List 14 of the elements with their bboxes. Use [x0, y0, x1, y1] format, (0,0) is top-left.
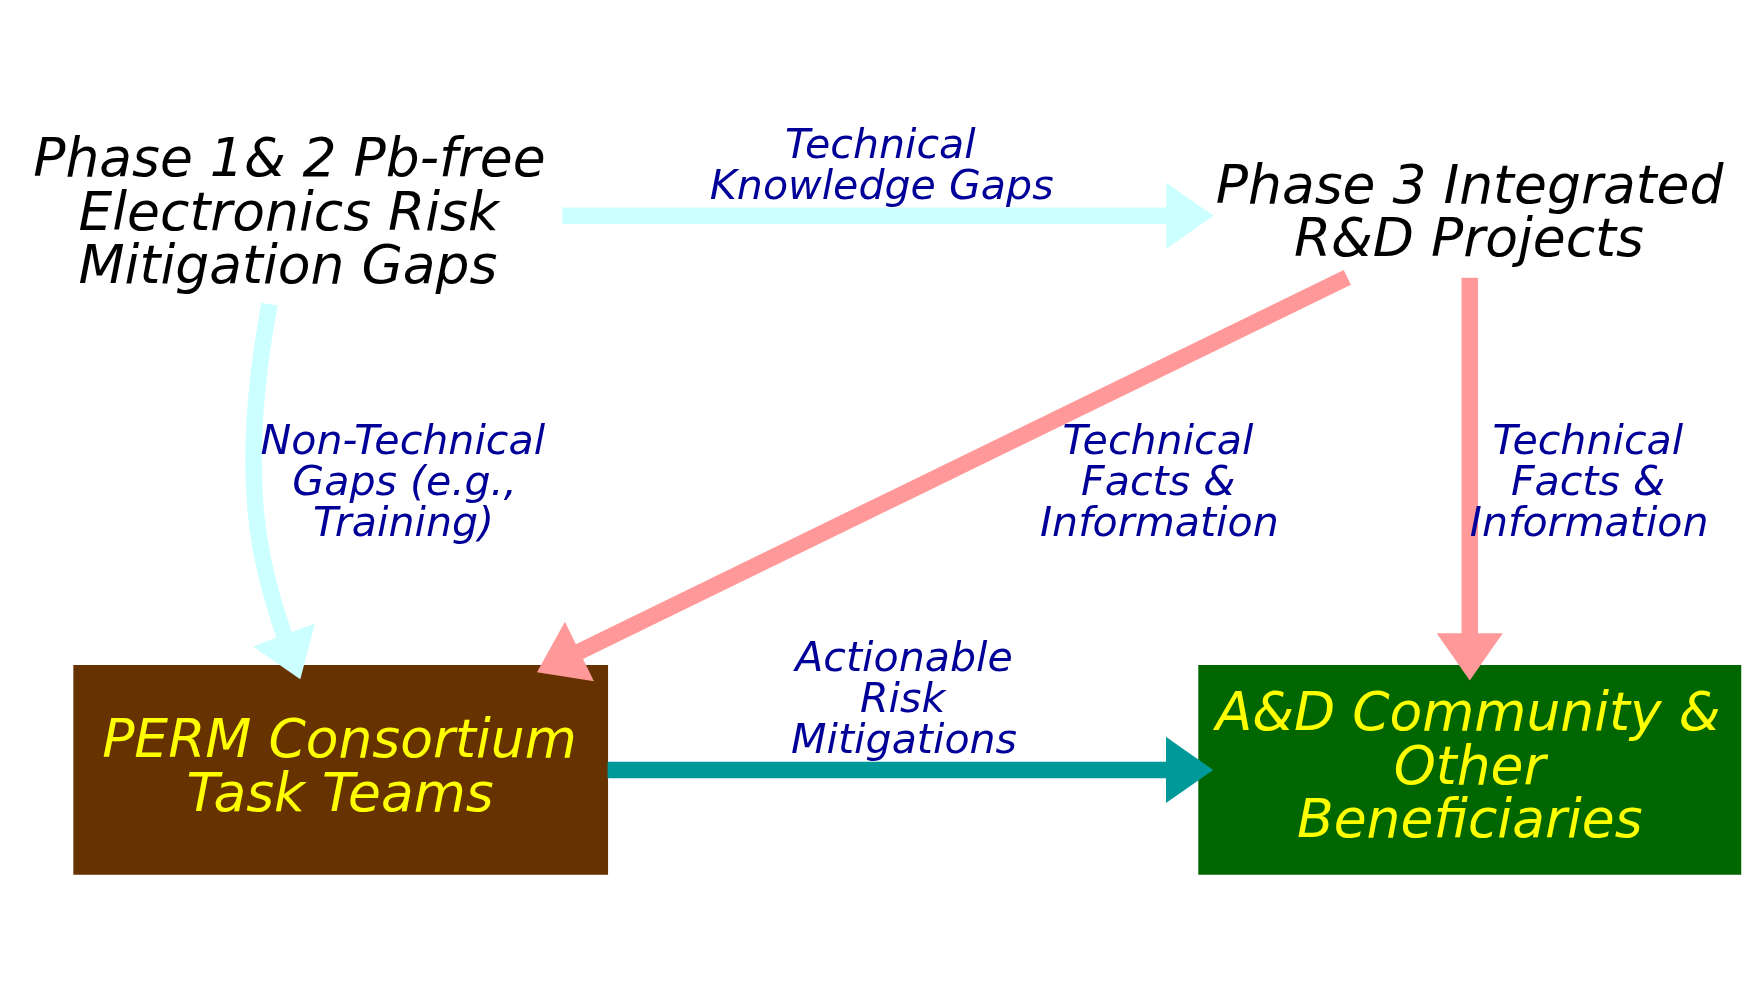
arrow: [607, 736, 1214, 803]
edge-label: Actionable Risk Mitigations: [791, 632, 1018, 763]
node-text: Phase 3 Integrated R&D Projects: [1215, 152, 1724, 269]
node-box: PERM Consortium Task Teams: [73, 664, 609, 875]
arrow: [536, 269, 1351, 681]
node-box: A&D Community & Other Beneficiaries: [1198, 664, 1742, 875]
edge-label: Technical Facts & Information: [1469, 415, 1709, 546]
node-text: Phase 1& 2 Pb-free Electronics Risk Mitigation Gaps: [33, 125, 546, 296]
arrow: [562, 182, 1214, 249]
edge-label: Technical Knowledge Gaps: [709, 119, 1054, 209]
arrow: [1436, 277, 1503, 680]
edge-label: Technical Facts & Information: [1039, 415, 1279, 546]
arrow: [245, 302, 315, 679]
edge-label: Non-Technical Gaps (e.g., Training): [260, 415, 546, 546]
